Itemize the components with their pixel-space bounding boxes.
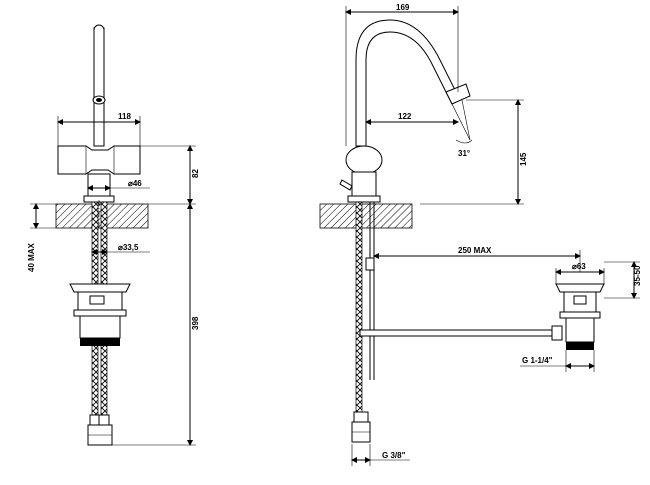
side-hose-thread-label: G 3/8": [382, 451, 406, 460]
side-waste-rod: [359, 325, 563, 341]
side-projection-dimension: 122: [365, 112, 459, 130]
side-reach-dimension: 169: [345, 3, 459, 146]
front-total-length-dimension: 398: [112, 203, 200, 446]
side-rod-length-dimension: 250 MAX: [373, 246, 581, 272]
front-waste: [69, 283, 131, 346]
front-height-dimension: 82: [140, 145, 200, 205]
side-deck: [319, 203, 413, 229]
side-height-dimension: 145: [420, 99, 528, 205]
waste-diameter-dimension: ⌀63: [555, 262, 605, 284]
waste-view: ⌀63 35-50 G 1-1/4": [520, 261, 642, 372]
side-hoses: [351, 201, 375, 443]
front-total-length-label: 398: [191, 316, 200, 330]
front-handle-body: [57, 145, 141, 203]
front-deck-thickness-label: 40 MAX: [27, 242, 36, 272]
side-view: 169 122 31° 145 250 MAX: [319, 3, 581, 466]
side-angle-dimension: 31°: [455, 139, 473, 158]
side-hose-thread-dimension: G 3/8": [351, 444, 410, 466]
front-spout: [92, 24, 106, 147]
side-angle-label: 31°: [458, 149, 470, 158]
side-handle-body: [339, 145, 383, 203]
side-rod-length-label: 250 MAX: [458, 246, 492, 255]
side-spout: [355, 19, 471, 147]
front-body-diameter-label: ⌀46: [128, 179, 142, 188]
waste-thread-label: G 1-1/4": [522, 356, 553, 365]
waste-body: [555, 283, 605, 350]
front-width-dimension: 118: [57, 112, 141, 146]
front-shank-diameter-dimension: ⌀33,5: [91, 243, 150, 255]
front-height-label: 82: [191, 169, 200, 178]
front-view: 118 ⌀46 ⌀33,5 82 40 MAX: [27, 24, 200, 446]
front-width-label: 118: [118, 112, 131, 121]
front-deck-thickness-dimension: 40 MAX: [27, 203, 56, 272]
waste-diameter-label: ⌀63: [572, 262, 586, 271]
front-body-diameter-dimension: ⌀46: [87, 179, 150, 191]
waste-depth-dimension: 35-50: [604, 261, 642, 299]
side-projection-label: 122: [398, 112, 412, 121]
waste-thread-dimension: G 1-1/4": [520, 350, 595, 372]
waste-depth-label: 35-50: [633, 265, 642, 286]
side-reach-label: 169: [396, 3, 410, 12]
front-shank-diameter-label: ⌀33,5: [118, 243, 139, 252]
side-height-label: 145: [519, 152, 528, 166]
front-hoses: [87, 201, 113, 446]
